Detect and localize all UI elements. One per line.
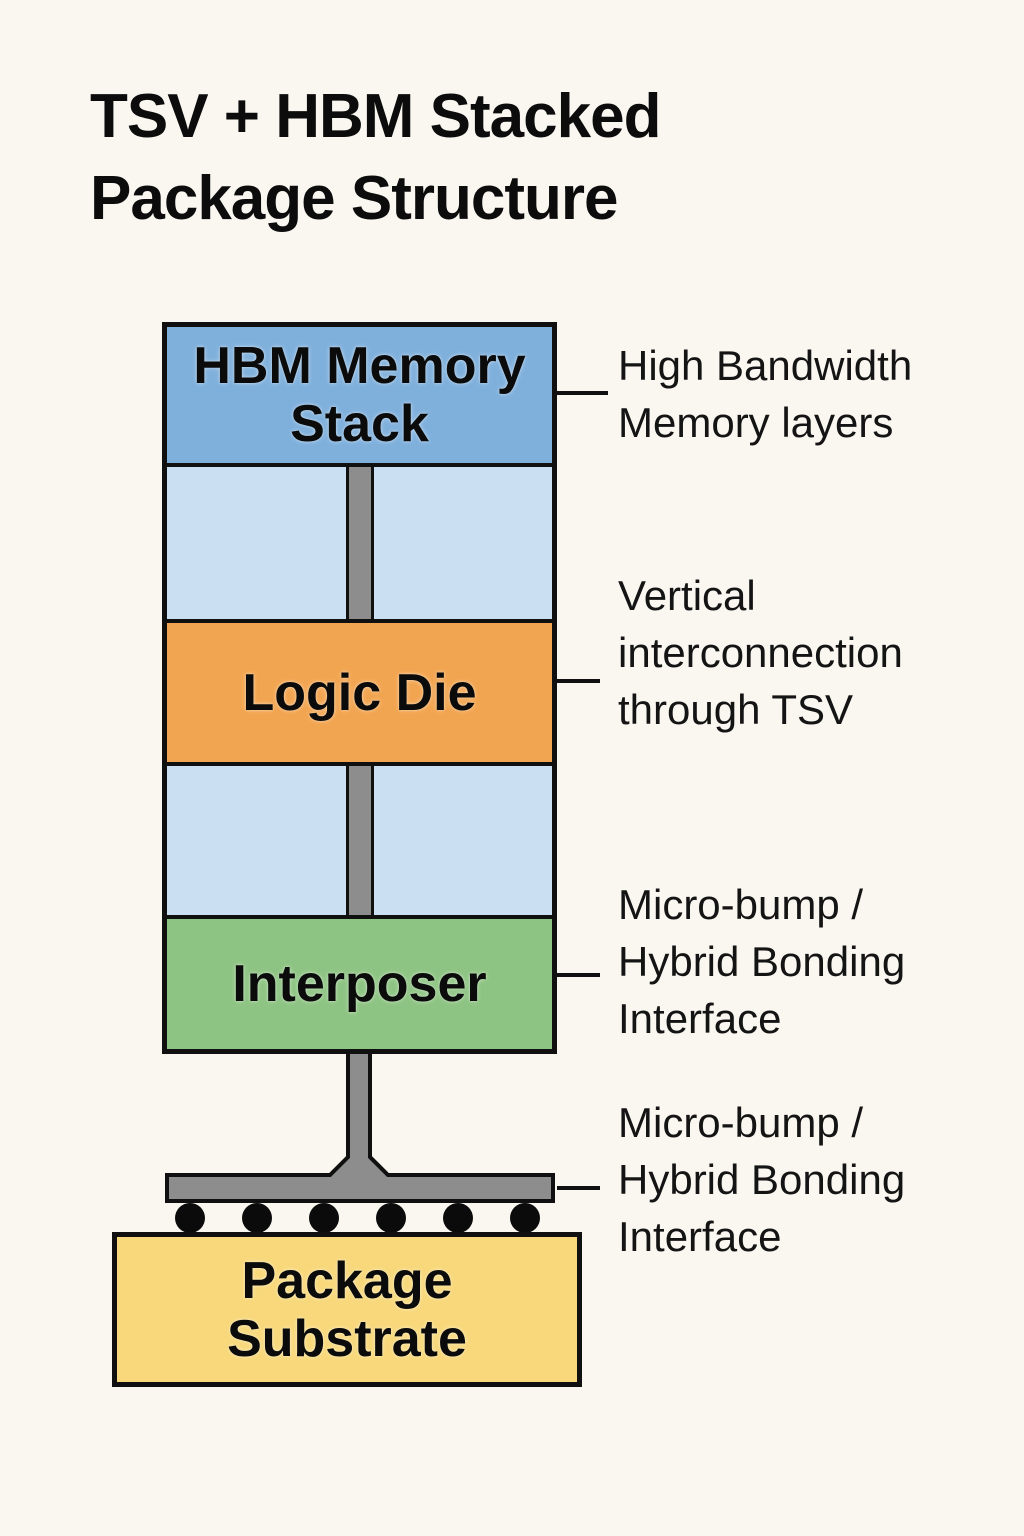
annotation-line: interconnection — [618, 629, 903, 676]
layer-dram-lower — [167, 762, 552, 915]
layer-hbm-memory-stack: HBM Memory Stack — [167, 327, 552, 463]
hbm-memory-stack-label: HBM Memory Stack — [193, 337, 526, 453]
annotation-line: Hybrid Bonding — [618, 938, 906, 985]
tsv-trunk-and-base-bar — [165, 1050, 555, 1203]
package-stack: HBM Memory Stack Logic Die Interposer — [162, 322, 557, 1054]
annotation-line: Interface — [618, 995, 782, 1042]
annotation-line: High Bandwidth — [618, 342, 913, 389]
micro-bump — [175, 1203, 205, 1233]
micro-bump — [242, 1203, 272, 1233]
package-substrate-label: Package Substrate — [227, 1251, 467, 1368]
micro-bump — [376, 1203, 406, 1233]
annotation-line: Interface — [618, 1213, 782, 1260]
annotation-substrate-interface: Micro-bump / Hybrid Bonding Interface — [618, 1094, 1018, 1265]
annotation-line: Micro-bump / — [618, 1099, 864, 1146]
logic-die-label: Logic Die — [242, 663, 477, 722]
dram-lower-left-cell — [167, 766, 349, 915]
annotation-line: through TSV — [618, 686, 854, 733]
micro-bump — [309, 1203, 339, 1233]
layer-dram-upper — [167, 463, 552, 619]
micro-bump-row — [175, 1203, 540, 1233]
page-title-line-2: Package Structure — [90, 164, 618, 233]
micro-bump — [443, 1203, 473, 1233]
layer-logic-die: Logic Die — [167, 619, 552, 762]
annotation-interposer-interface: Micro-bump / Hybrid Bonding Interface — [618, 876, 1018, 1047]
dram-upper-left-cell — [167, 467, 349, 619]
layer-interposer: Interposer — [167, 915, 552, 1049]
dram-upper-right-cell — [370, 467, 552, 619]
annotation-tsv-interconnection: Vertical interconnection through TSV — [618, 567, 1018, 738]
interposer-label: Interposer — [232, 955, 487, 1013]
micro-bump — [510, 1203, 540, 1233]
tsv-column-upper — [348, 467, 371, 619]
package-substrate: Package Substrate — [112, 1232, 582, 1387]
annotation-line: Vertical — [618, 572, 756, 619]
leader-lines — [557, 391, 608, 1190]
tsv-column-lower — [348, 766, 371, 915]
page-title: TSV + HBM Stacked Package Structure — [90, 76, 810, 240]
dram-lower-right-cell — [370, 766, 552, 915]
annotation-hbm-layers: High Bandwidth Memory layers — [618, 337, 1018, 451]
annotation-line: Micro-bump / — [618, 881, 864, 928]
annotation-line: Memory layers — [618, 399, 894, 446]
annotation-line: Hybrid Bonding — [618, 1156, 906, 1203]
page-title-line-1: TSV + HBM Stacked — [90, 82, 661, 151]
